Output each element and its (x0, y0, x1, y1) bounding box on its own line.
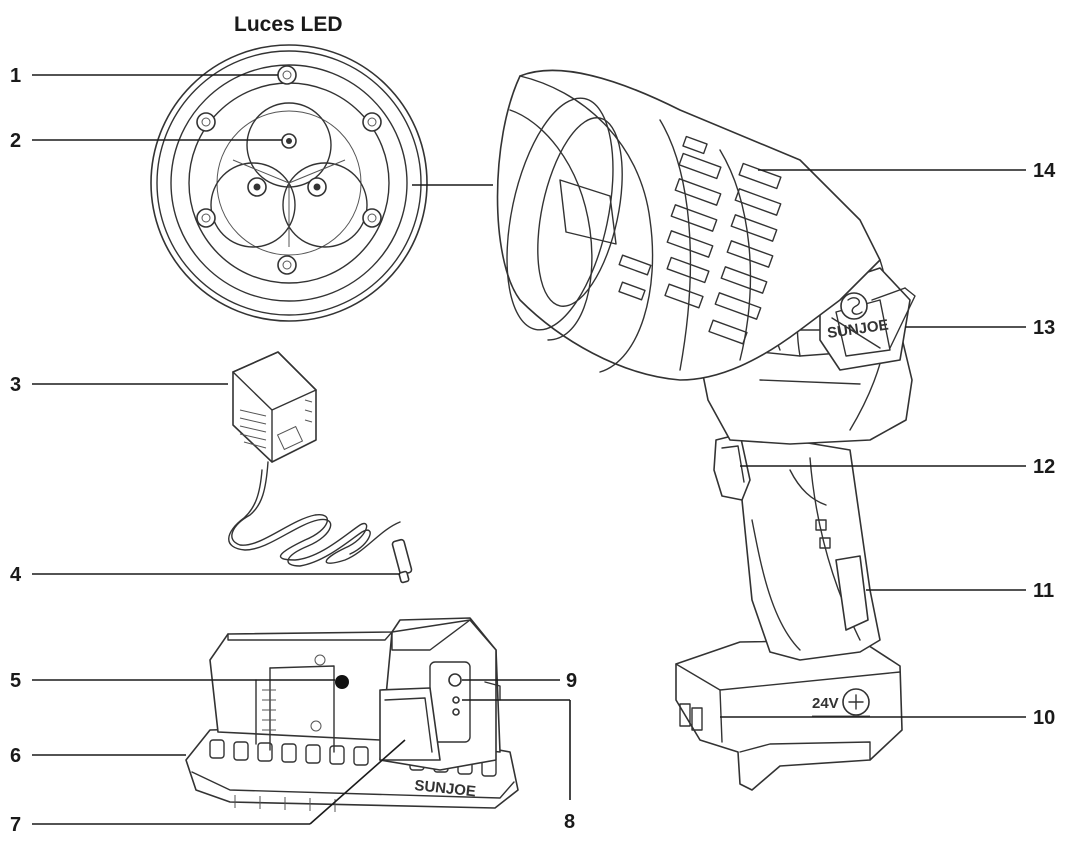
lamp-cooling-fins (618, 135, 782, 345)
callout-7: 7 (10, 814, 21, 836)
callout-9: 9 (566, 670, 577, 692)
led-head-front-view (150, 44, 493, 322)
callout-5: 5 (10, 670, 21, 692)
diagram-title: Luces LED (234, 13, 343, 36)
callout-6: 6 (10, 745, 21, 767)
callout-1: 1 (10, 65, 21, 87)
battery-brand-label: SUNJOE (414, 777, 477, 800)
charger-cord (228, 461, 413, 584)
callout-14: 14 (1033, 160, 1056, 182)
spotlight: 24V SUNJ (496, 69, 916, 791)
spotlight-lamp-head (496, 69, 881, 381)
spotlight-base-foot: 24V (675, 639, 903, 791)
callout-12: 12 (1033, 456, 1055, 478)
spotlight-handle (727, 429, 881, 661)
callout-2: 2 (10, 130, 21, 152)
battery-pack: SUNJOE (185, 617, 519, 812)
callout-3: 3 (10, 374, 21, 396)
callout-11: 11 (1033, 580, 1054, 602)
callout-13: 13 (1033, 317, 1055, 339)
callout-leaders (32, 74, 1026, 825)
callout-numbers: 1 2 3 4 5 6 7 8 9 10 11 12 13 14 (10, 65, 1056, 836)
callout-10: 10 (1033, 707, 1055, 729)
charger-adapter (232, 351, 317, 463)
voltage-label: 24V (812, 695, 839, 712)
callout-8: 8 (564, 811, 575, 833)
callout-4: 4 (10, 564, 22, 586)
